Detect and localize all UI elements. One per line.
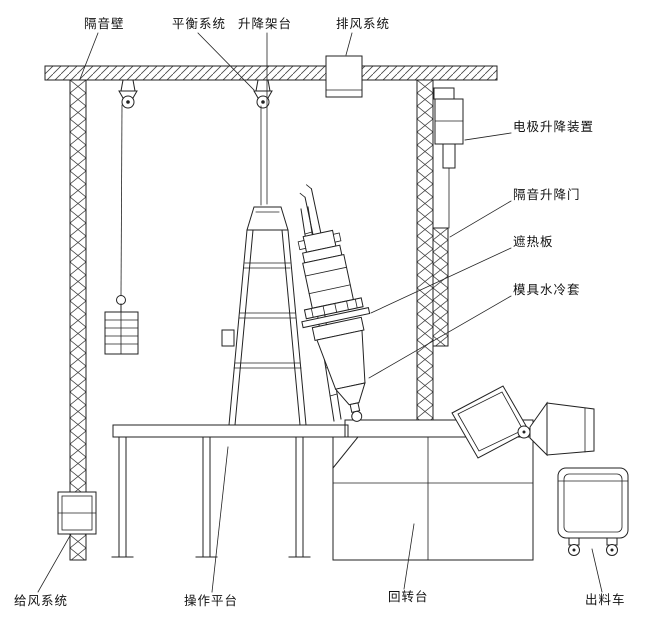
- lifting-frame-tower: [221, 206, 307, 426]
- label-operation-platform: 操作平台: [184, 593, 238, 608]
- label-balance-system: 平衡系统: [172, 17, 226, 31]
- soundproof-lifting-door: [432, 227, 449, 347]
- label-mold-water-cooling-jacket: 模具水冷套: [513, 282, 581, 297]
- label-heat-shield-plate: 遮热板: [513, 234, 554, 249]
- pulley-left: [118, 79, 138, 297]
- leader-operation-platform: [211, 446, 229, 593]
- heat-shield-plate: [301, 297, 371, 329]
- pulley-right: [253, 79, 273, 206]
- label-soundproof-lifting-door: 隔音升降门: [513, 187, 581, 202]
- leader-rotary-table: [403, 523, 415, 590]
- pour-funnel: [529, 401, 595, 457]
- air-supply-box: [57, 491, 97, 535]
- leader-mold-cooling-jacket: [368, 295, 512, 379]
- right-column: [416, 79, 434, 421]
- label-lifting-frame: 升降架台: [238, 16, 292, 31]
- furnace-assembly: [297, 184, 371, 422]
- label-exhaust-system: 排风系统: [336, 17, 390, 31]
- label-electrode-lifting-device: 电极升降装置: [513, 120, 594, 134]
- ceiling-beam: [44, 65, 498, 81]
- label-air-supply-system: 给风系统: [14, 594, 68, 608]
- electrode-lifting-device: [433, 87, 464, 229]
- discharge-cart: [557, 467, 629, 556]
- counterweight: [104, 295, 139, 355]
- leader-discharge-cart: [591, 548, 603, 593]
- leader-exhaust-system: [345, 32, 353, 56]
- mold-water-cooling-jacket: [311, 316, 366, 422]
- soundproof-wall: [69, 79, 87, 561]
- leader-lines: [37, 32, 603, 593]
- leader-air-supply: [37, 533, 72, 593]
- leader-soundproof-lifting-door: [449, 200, 512, 238]
- exhaust-system-box: [325, 55, 363, 98]
- labels-layer: 隔音壁 平衡系统 升降架台 排风系统 电极升降装置 隔音升降门 遮热板 模具水冷…: [14, 16, 626, 608]
- label-rotary-table: 回转台: [388, 589, 429, 604]
- label-soundproof-wall: 隔音壁: [84, 16, 125, 31]
- label-discharge-cart: 出料车: [585, 592, 626, 607]
- leader-balance-system: [197, 32, 255, 91]
- leader-heat-shield: [370, 247, 512, 314]
- operation-platform: [111, 424, 359, 558]
- leader-electrode-lifting-device: [464, 132, 512, 141]
- leader-soundproof-wall: [79, 32, 99, 80]
